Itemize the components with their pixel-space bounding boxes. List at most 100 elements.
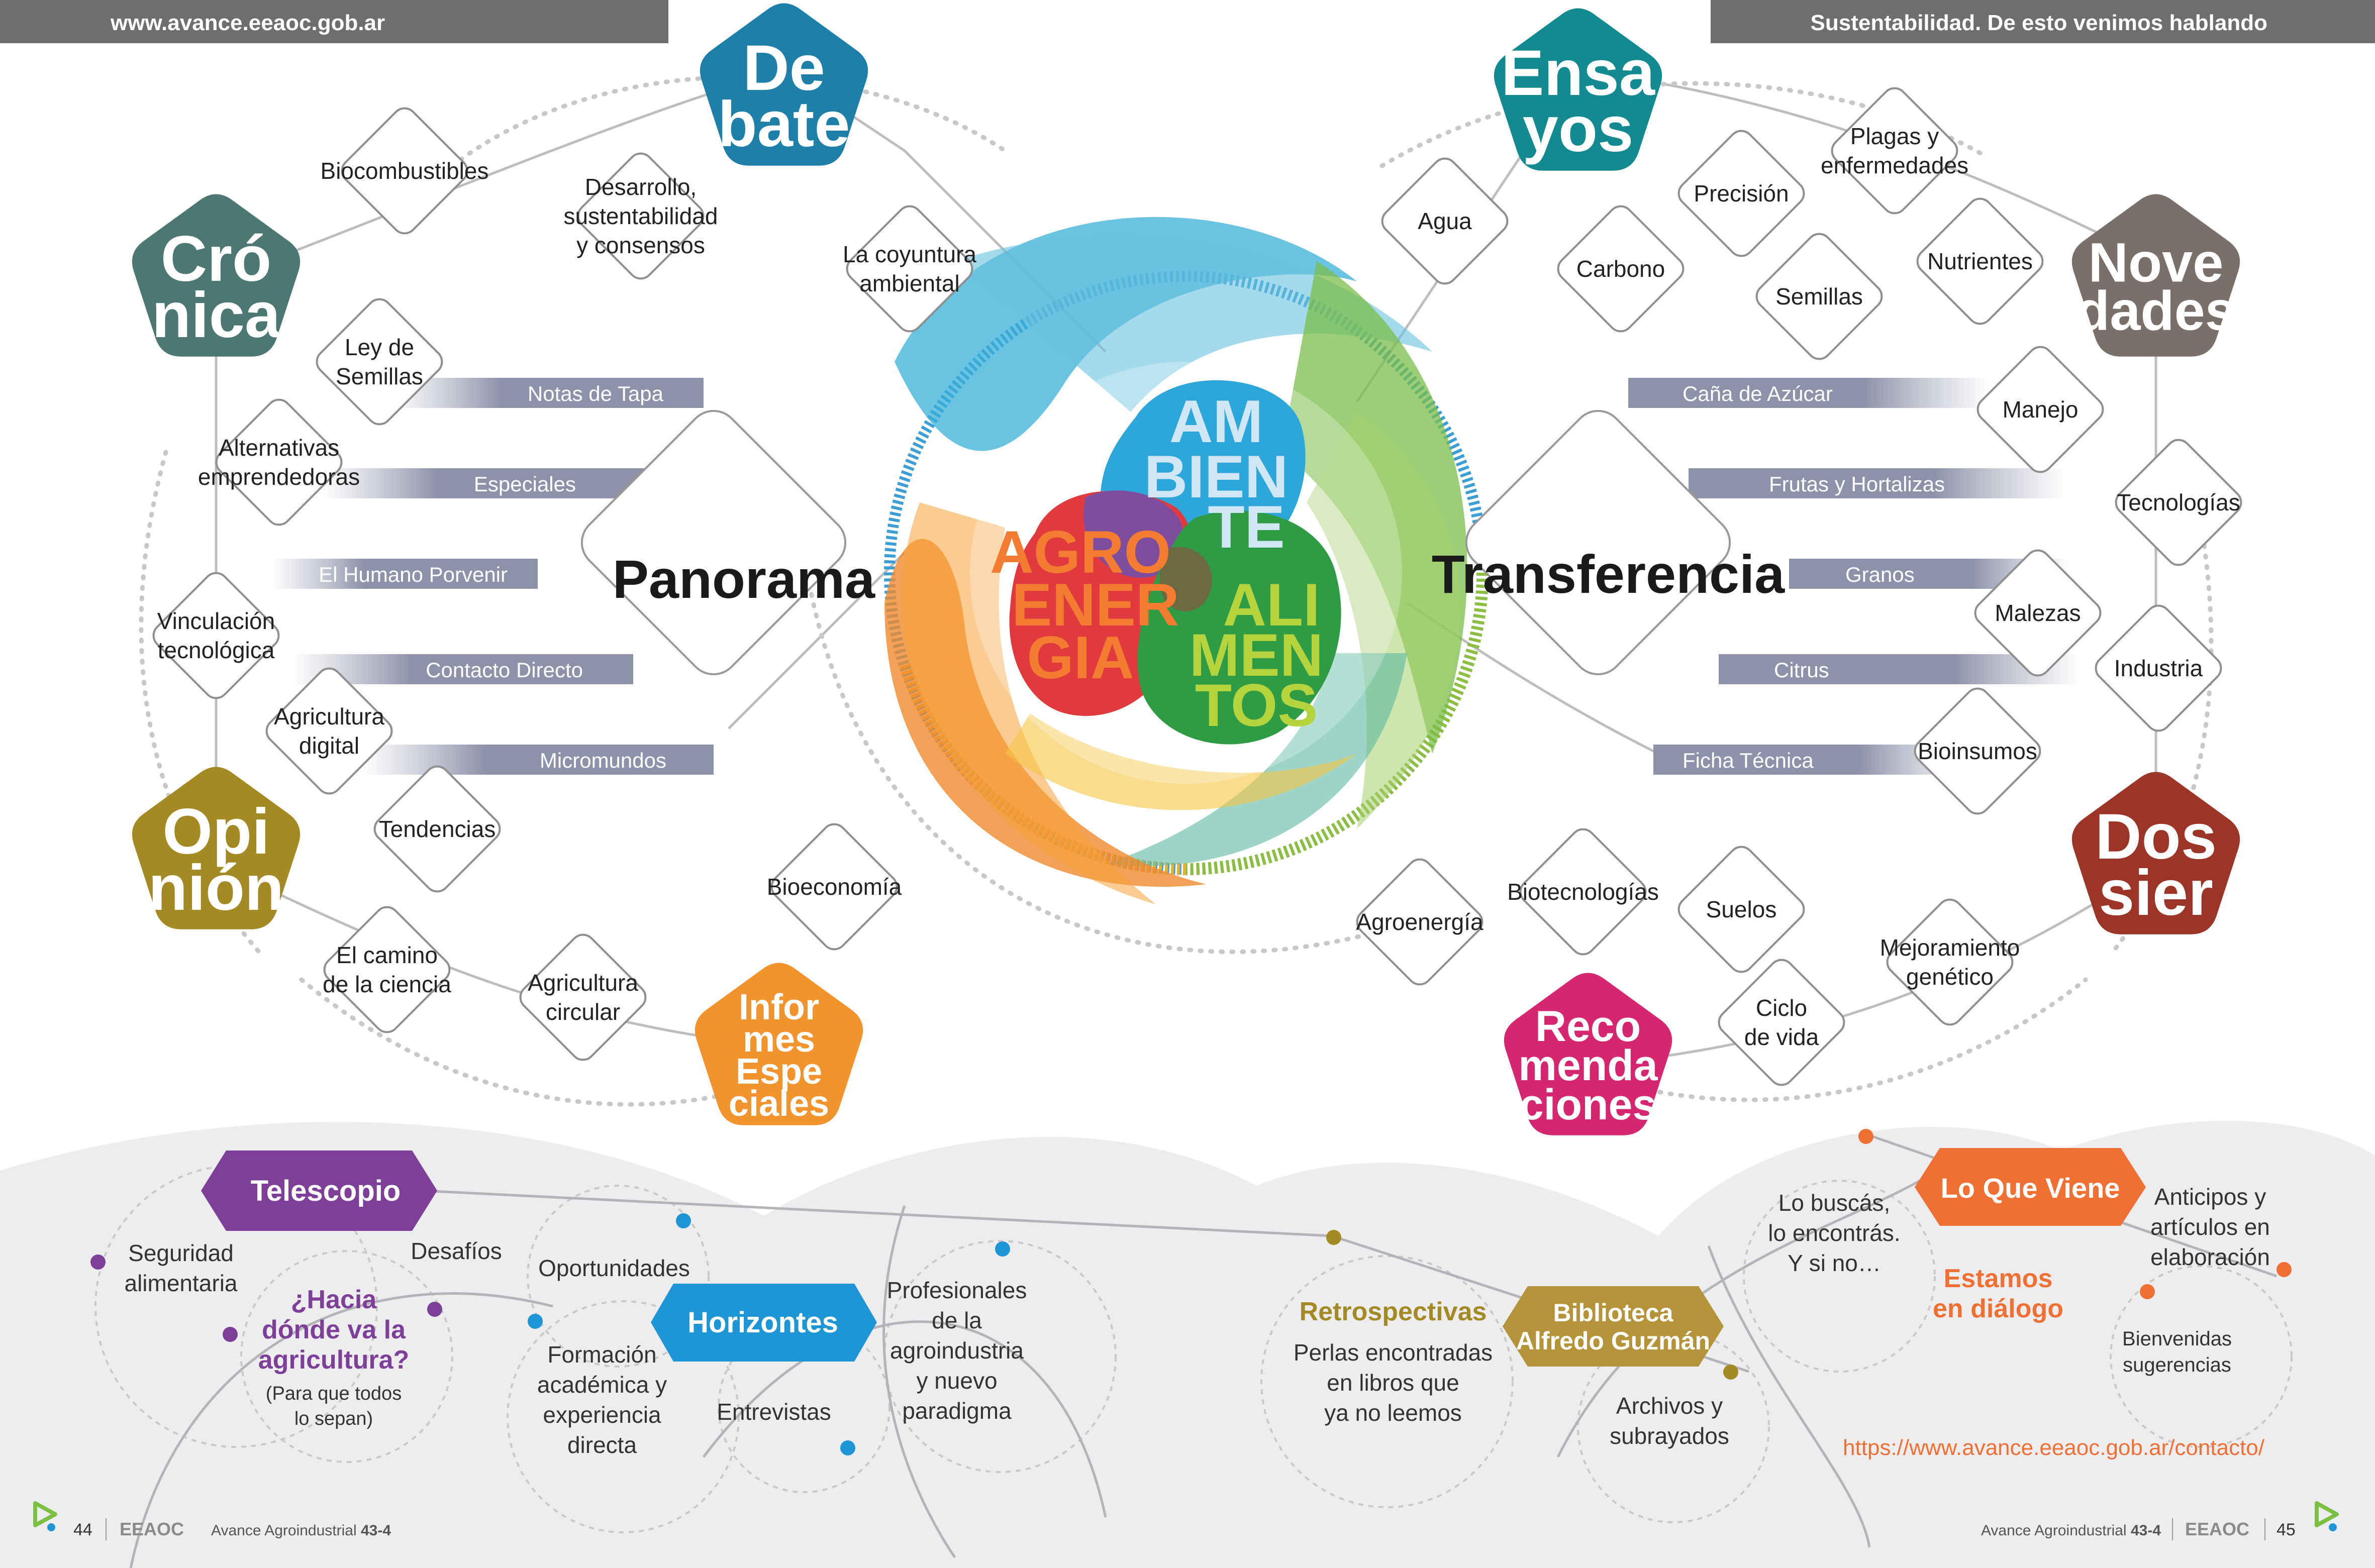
topic-diamond[interactable] (1973, 342, 2108, 477)
topic-diamond[interactable] (337, 103, 472, 239)
header-right-bar (1711, 0, 2375, 43)
bottom-arc (129, 1292, 553, 1568)
biblioteca-badge[interactable] (1503, 1286, 1724, 1367)
topic-diamond[interactable] (767, 819, 902, 955)
band-notas-de-tapa[interactable] (392, 378, 704, 408)
topic-diamond[interactable] (312, 294, 447, 430)
topic-diamond[interactable] (1714, 955, 1849, 1090)
topic-diamond[interactable] (842, 201, 977, 337)
orbit-dotted (802, 550, 1460, 954)
section-pentagon[interactable] (2071, 772, 2240, 934)
topic-diamond[interactable] (1674, 126, 1809, 261)
footer-left-issue: Avance Agroindustrial 43-4 (211, 1522, 391, 1539)
right-topic-node[interactable]: Carbono (1553, 201, 1689, 337)
buscas-2: lo encontrás. (1768, 1220, 1900, 1246)
right-topic-node[interactable]: Agua (1377, 154, 1513, 289)
right-topic-node[interactable]: Agroenergía (1352, 855, 1488, 990)
band-el-humano-porvenir[interactable] (271, 559, 538, 589)
topic-diamond[interactable] (1553, 201, 1689, 337)
topic-diamond[interactable] (2091, 601, 2226, 736)
right-topic-node[interactable]: Precisión (1674, 126, 1809, 261)
section-label: yos (1523, 93, 1634, 165)
panorama-diamond[interactable] (571, 400, 856, 685)
right-topic-node[interactable]: Malezas (1970, 546, 2106, 681)
header-url[interactable]: www.avance.eeaoc.gob.ar (110, 11, 385, 35)
panorama-node[interactable]: Panorama (571, 400, 875, 685)
right-topic-node[interactable]: Biotecnologías (1507, 824, 1659, 960)
loquesviene-badge[interactable] (1915, 1148, 2146, 1226)
section-pentagon[interactable] (132, 767, 301, 929)
topic-diamond[interactable] (1516, 824, 1651, 960)
band-contacto-directo[interactable] (291, 654, 633, 684)
band-cana-de-azucar[interactable] (1628, 378, 1990, 408)
core-ambiente-2: BIEN (1144, 443, 1289, 510)
topic-diamond[interactable] (149, 568, 284, 703)
topic-label: Alternativas (219, 435, 339, 461)
topic-diamond[interactable] (516, 930, 651, 1065)
topic-diamond[interactable] (2111, 435, 2246, 570)
right-topic-node[interactable]: Industria (2091, 601, 2226, 736)
left-topic-node[interactable]: Tendencias (370, 762, 505, 897)
right-topic-node[interactable]: Nutrientes (1913, 194, 2048, 329)
topic-diamond[interactable] (1752, 229, 1887, 364)
section-pentagon[interactable] (700, 3, 868, 166)
topic-diamond[interactable] (1913, 194, 2048, 329)
topic-diamond[interactable] (262, 664, 397, 799)
footer-right-issue-name: Avance Agroindustrial (1981, 1522, 2127, 1539)
horizontes-badge[interactable] (651, 1284, 877, 1362)
topic-diamond[interactable] (573, 149, 709, 284)
right-topic-node[interactable]: Tecnologías (2111, 435, 2246, 570)
topic-diamond[interactable] (1674, 842, 1809, 977)
right-topic-node[interactable]: Semillas (1752, 229, 1887, 364)
section-pentagon[interactable] (1494, 8, 1662, 171)
contact-url[interactable]: https://www.avance.eeaoc.gob.ar/contacto… (1843, 1435, 2265, 1460)
topic-diamond[interactable] (1910, 684, 2045, 819)
footer-right-page-number: 45 (2277, 1520, 2296, 1539)
section-pentagon[interactable] (1504, 973, 1672, 1135)
left-topic-node[interactable]: Biocombustibles (321, 103, 489, 239)
section-pentagon[interactable] (2071, 194, 2240, 357)
right-topic-node[interactable]: Suelos (1674, 842, 1809, 977)
footer-divider (106, 1518, 107, 1540)
topic-diamond[interactable] (1377, 154, 1513, 289)
band-frutas-y-hortalizas[interactable] (1689, 468, 2065, 498)
right-topic-node[interactable]: Bioinsumos (1910, 684, 2045, 819)
section-pentagon[interactable] (132, 194, 301, 357)
topic-diamond[interactable] (1883, 895, 2018, 1030)
band-micromundos[interactable] (362, 745, 714, 775)
topic-diamond[interactable] (1970, 546, 2106, 681)
dot-orange (1858, 1129, 1873, 1144)
topic-diamond[interactable] (1352, 855, 1488, 990)
left-topic-node[interactable]: Bioeconomía (767, 819, 902, 955)
topic-diamond[interactable] (212, 395, 347, 530)
section-pentagon[interactable] (695, 963, 863, 1125)
topic-diamond[interactable] (320, 902, 455, 1037)
topic-diamond[interactable] (1827, 83, 1962, 219)
telescopio-badge[interactable] (201, 1151, 437, 1231)
topic-diamond[interactable] (370, 762, 505, 897)
transferencia-diamond[interactable] (1456, 400, 1740, 685)
transferencia-node[interactable]: Transferencia (1432, 400, 1785, 685)
right-topic-node[interactable]: Manejo (1973, 342, 2108, 477)
question-note-2: lo sepan) (294, 1408, 373, 1429)
band-especiales[interactable] (322, 468, 653, 498)
